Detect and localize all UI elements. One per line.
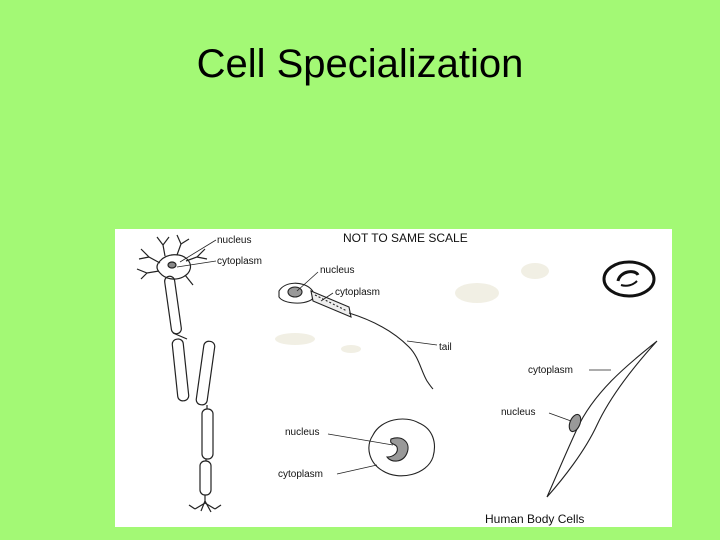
- wbc-nucleus-label: nucleus: [285, 427, 319, 438]
- muscle-cell: [546, 340, 658, 498]
- background-specks: [275, 263, 549, 353]
- sperm-cytoplasm-label: cytoplasm: [335, 287, 380, 298]
- neuron-cell: [136, 234, 222, 513]
- red-blood-cell: [602, 260, 656, 298]
- neuron-label-lines: [176, 239, 217, 268]
- wbc-cytoplasm-label: cytoplasm: [278, 469, 323, 480]
- sperm-tail-label: tail: [439, 342, 452, 353]
- muscle-nucleus-label: nucleus: [501, 407, 535, 418]
- scale-note: NOT TO SAME SCALE: [343, 231, 468, 245]
- figure-caption: Human Body Cells: [485, 512, 584, 526]
- neuron-nucleus-label: nucleus: [217, 235, 251, 246]
- cell-diagram-drawing: nucleus cytoplasm NOT TO SAME SCALE nucl…: [136, 231, 658, 526]
- white-blood-cell: [368, 418, 436, 477]
- wbc-label-lines: [327, 433, 394, 475]
- cell-diagram: nucleus cytoplasm NOT TO SAME SCALE nucl…: [115, 229, 672, 527]
- slide-title: Cell Specialization: [196, 42, 524, 86]
- muscle-cytoplasm-label: cytoplasm: [528, 365, 573, 376]
- muscle-label-lines: [548, 369, 611, 422]
- neuron-cytoplasm-label: cytoplasm: [217, 256, 262, 267]
- sperm-label-lines: [296, 271, 438, 346]
- sperm-nucleus-label: nucleus: [320, 265, 354, 276]
